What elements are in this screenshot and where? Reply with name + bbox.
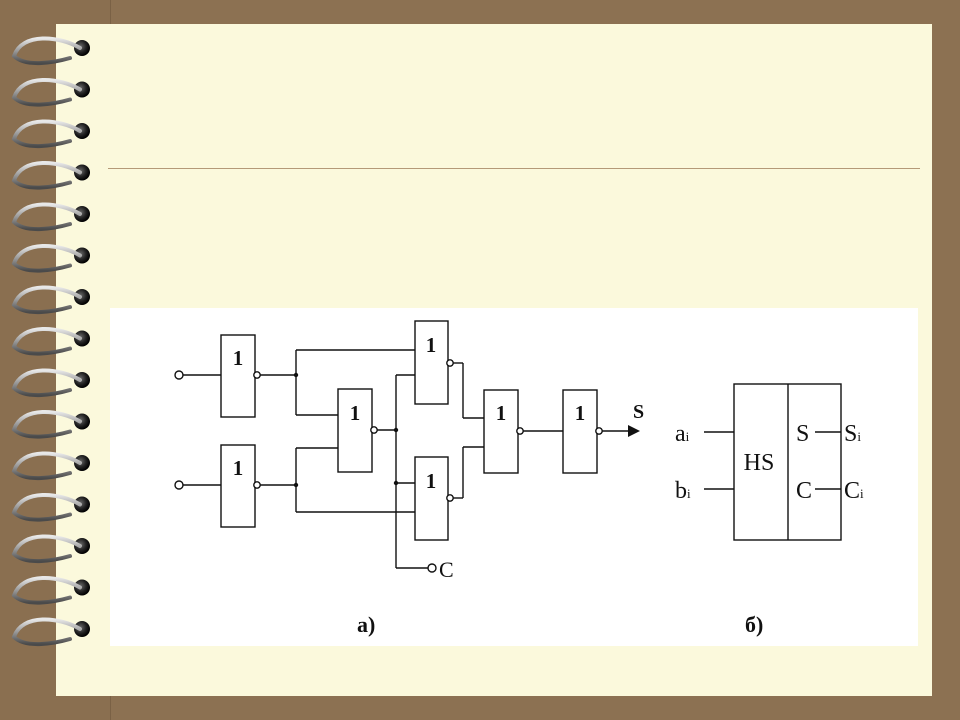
diagram-canvas: 1 1 1 1 1 1 1 S C а) HS S C ai bi Si Ci bbox=[174, 320, 864, 637]
inverter-bubble bbox=[595, 427, 603, 435]
gate-7-label: 1 bbox=[575, 401, 586, 425]
binding-ring-icon bbox=[11, 36, 90, 65]
output-arrow-icon bbox=[628, 425, 640, 437]
binding-ring-icon bbox=[11, 451, 90, 480]
input-a-terminal bbox=[174, 370, 184, 380]
sum-output-label: S bbox=[633, 401, 644, 423]
binding-ring-icon bbox=[11, 161, 90, 190]
binding-ring-icon bbox=[11, 285, 90, 314]
carry-terminal bbox=[427, 563, 437, 573]
gate-2-label: 1 bbox=[233, 456, 244, 480]
gate-6-label: 1 bbox=[496, 401, 507, 425]
inverter-bubble bbox=[446, 359, 454, 367]
binding-ring-icon bbox=[11, 534, 90, 563]
binding-ring-icon bbox=[11, 327, 90, 356]
gate-4-label: 1 bbox=[426, 333, 437, 357]
output-s-label: Si bbox=[844, 421, 861, 447]
logic-gates bbox=[220, 320, 603, 541]
binding-ring-icon bbox=[11, 493, 90, 522]
binding-ring-icon bbox=[11, 78, 90, 107]
gate-5-label: 1 bbox=[426, 469, 437, 493]
circuit-wires bbox=[174, 349, 628, 573]
circuit-caption: а) bbox=[357, 612, 375, 637]
input-b-terminal bbox=[174, 480, 184, 490]
carry-output-label: C bbox=[439, 557, 454, 582]
gate-5 bbox=[414, 456, 449, 541]
block-caption: б) bbox=[745, 612, 763, 637]
inverter-bubble bbox=[253, 371, 261, 379]
junction-dots bbox=[293, 372, 399, 488]
input-b-label: bi bbox=[675, 478, 691, 504]
binding-ring-icon bbox=[11, 202, 90, 231]
binding-ring-icon bbox=[11, 576, 90, 605]
block-port-c: C bbox=[796, 478, 812, 504]
gate-1-label: 1 bbox=[233, 346, 244, 370]
slide-title bbox=[108, 40, 920, 160]
inverter-bubble bbox=[516, 427, 524, 435]
block-port-s: S bbox=[796, 421, 809, 447]
block-title: HS bbox=[744, 450, 775, 476]
inverter-bubble bbox=[446, 494, 454, 502]
half-adder-block bbox=[704, 383, 842, 541]
gate-3-label: 1 bbox=[350, 401, 361, 425]
gate-2 bbox=[220, 444, 256, 528]
output-c-label: Ci bbox=[844, 478, 864, 504]
half-adder-figure: 1 1 1 1 1 1 1 S C а) HS S C ai bi Si Ci bbox=[110, 308, 918, 646]
gate-4 bbox=[414, 320, 449, 405]
slide-body bbox=[108, 185, 920, 295]
input-a-label: ai bbox=[675, 421, 690, 447]
binding-ring-icon bbox=[11, 410, 90, 439]
binding-ring-icon bbox=[11, 119, 90, 148]
inverter-bubble bbox=[253, 481, 261, 489]
title-divider bbox=[108, 168, 920, 169]
binding-ring-icon bbox=[11, 368, 90, 397]
binding-ring-icon bbox=[11, 617, 90, 646]
spiral-binding bbox=[11, 36, 90, 646]
gate-3 bbox=[337, 388, 373, 473]
binding-ring-icon bbox=[11, 244, 90, 273]
inverter-bubble bbox=[370, 426, 378, 434]
gate-1 bbox=[220, 334, 256, 418]
